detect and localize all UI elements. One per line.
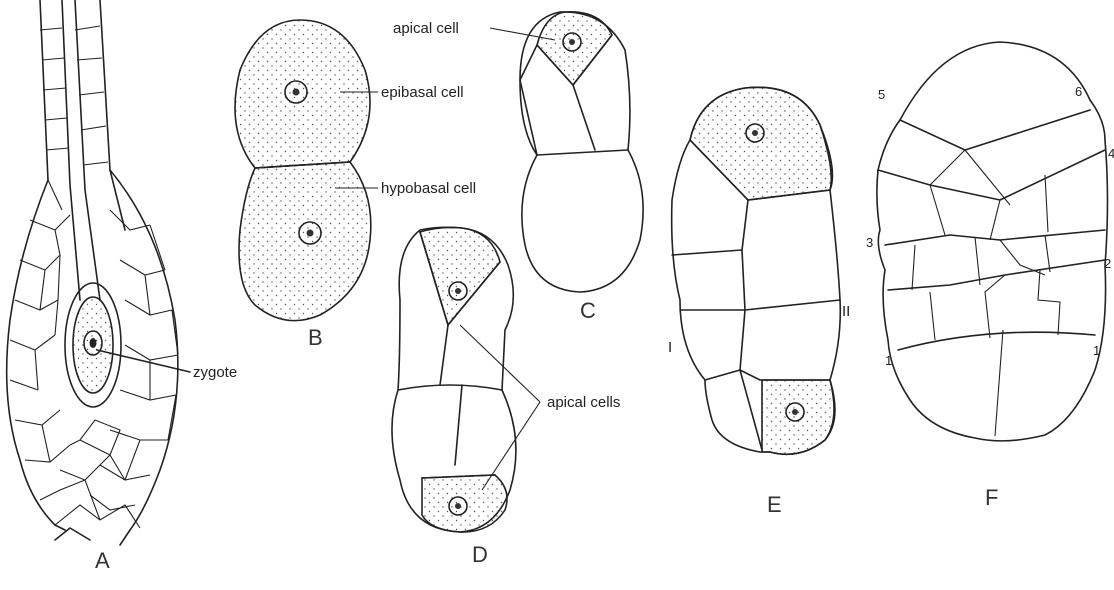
panel-letter-c: C <box>580 298 596 323</box>
label-epibasal-cell: epibasal cell <box>381 84 464 101</box>
panel-letter-a: A <box>95 548 110 573</box>
panel-letter-d: D <box>472 542 488 567</box>
label-2: 2 <box>1104 256 1111 271</box>
label-6: 6 <box>1075 84 1082 99</box>
label-1-left: 1 <box>885 353 892 368</box>
panel-letter-e: E <box>767 492 782 517</box>
label-ii: II <box>842 303 850 320</box>
label-3: 3 <box>866 235 873 250</box>
panel-letter-b: B <box>308 325 323 350</box>
panel-letter-f: F <box>985 485 998 510</box>
label-apical-cell: apical cell <box>393 20 459 37</box>
panel-f-globular-embryo: 5 6 4 3 2 1 1 F <box>866 42 1114 510</box>
panel-a-archegonium: zygote A <box>7 0 238 573</box>
label-zygote: zygote <box>193 364 237 381</box>
label-hypobasal-cell: hypobasal cell <box>381 180 476 197</box>
panel-e-multicellular: I II E <box>668 87 850 517</box>
label-1-right: 1 <box>1093 343 1100 358</box>
label-i: I <box>668 339 672 356</box>
label-4: 4 <box>1108 146 1114 161</box>
panel-d-apical-cells: apical cells D <box>392 227 620 567</box>
label-5: 5 <box>878 87 885 102</box>
label-apical-cells: apical cells <box>547 394 620 411</box>
panel-c-four-cell: apical cell C <box>393 12 643 323</box>
